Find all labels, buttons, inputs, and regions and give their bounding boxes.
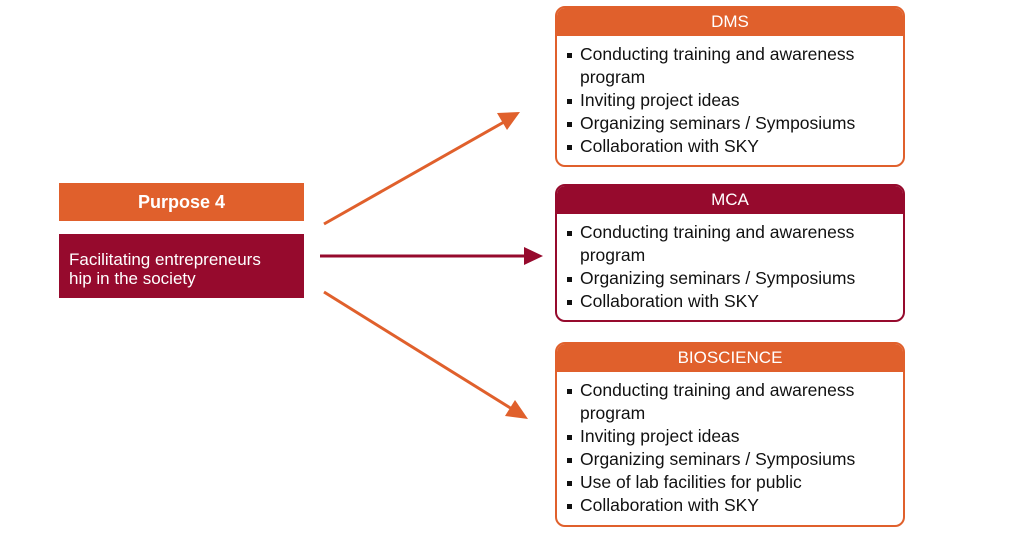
card-dms-header: DMS xyxy=(557,8,903,36)
purpose-description-line-2: hip in the society xyxy=(69,269,196,288)
list-item: Inviting project ideas xyxy=(565,89,897,112)
card-mca: MCA Conducting training and awareness pr… xyxy=(555,184,905,322)
card-bioscience-list: Conducting training and awareness progra… xyxy=(557,372,903,517)
list-item: Organizing seminars / Symposiums xyxy=(565,112,897,135)
arrow-head-mca xyxy=(524,247,543,265)
list-item: Organizing seminars / Symposiums xyxy=(565,267,897,290)
list-item: Conducting training and awareness progra… xyxy=(565,379,897,425)
list-item: Conducting training and awareness progra… xyxy=(565,221,897,267)
purpose-description: Facilitating entrepreneurs hip in the so… xyxy=(59,234,304,298)
list-item: Use of lab facilities for public xyxy=(565,471,897,494)
list-item: Collaboration with SKY xyxy=(565,135,897,158)
list-item: Organizing seminars / Symposiums xyxy=(565,448,897,471)
card-mca-header: MCA xyxy=(557,186,903,214)
list-item: Inviting project ideas xyxy=(565,425,897,448)
arrow-to-bioscience xyxy=(323,290,513,411)
purpose-description-line-1: Facilitating entrepreneurs xyxy=(69,250,261,269)
card-bioscience: BIOSCIENCE Conducting training and aware… xyxy=(555,342,905,527)
card-mca-list: Conducting training and awareness progra… xyxy=(557,214,903,313)
arrow-head-dms xyxy=(497,112,520,130)
arrow-to-dms xyxy=(323,120,505,226)
list-item: Conducting training and awareness progra… xyxy=(565,43,897,89)
card-bioscience-header: BIOSCIENCE xyxy=(557,344,903,372)
card-dms: DMS Conducting training and awareness pr… xyxy=(555,6,905,167)
purpose-title: Purpose 4 xyxy=(59,183,304,221)
list-item: Collaboration with SKY xyxy=(565,290,897,313)
arrow-head-bioscience xyxy=(505,400,528,419)
card-dms-list: Conducting training and awareness progra… xyxy=(557,36,903,158)
list-item: Collaboration with SKY xyxy=(565,494,897,517)
